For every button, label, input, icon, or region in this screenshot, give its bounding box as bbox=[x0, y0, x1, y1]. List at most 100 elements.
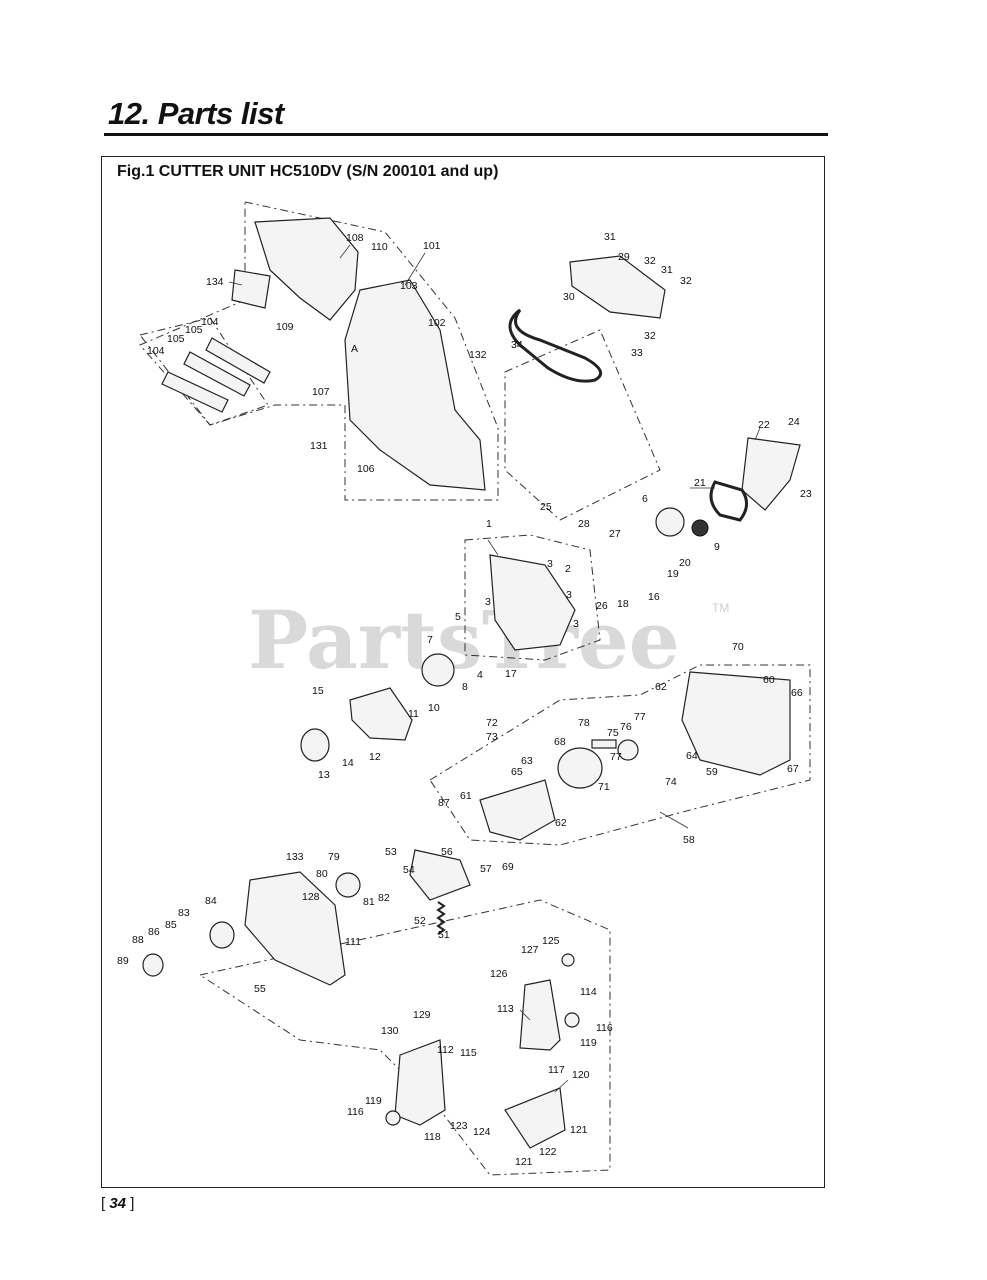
page-number: [ 34 ] bbox=[101, 1195, 135, 1212]
callout: 27 bbox=[609, 528, 621, 540]
spring bbox=[436, 901, 446, 935]
callout: 125 bbox=[542, 935, 560, 947]
callout: 134 bbox=[206, 276, 224, 288]
callout: 104 bbox=[201, 316, 219, 328]
boundary-cover bbox=[139, 201, 499, 501]
callout: 104 bbox=[147, 345, 165, 357]
section-title: 12. Parts list bbox=[108, 96, 284, 131]
callout: 77 bbox=[610, 751, 622, 763]
callout: 30 bbox=[563, 291, 575, 303]
belt bbox=[508, 308, 603, 383]
callout: 65 bbox=[511, 766, 523, 778]
callout: 81 bbox=[363, 896, 375, 908]
callout: 69 bbox=[502, 861, 514, 873]
callout: 67 bbox=[787, 763, 799, 775]
boundary-gearcase-lower bbox=[429, 664, 811, 846]
seal-plate bbox=[557, 747, 603, 789]
pulley bbox=[655, 507, 685, 537]
callout: 15 bbox=[312, 685, 324, 697]
callout: 132 bbox=[469, 349, 487, 361]
callout: 106 bbox=[357, 463, 375, 475]
callout: 18 bbox=[617, 598, 629, 610]
blade-guard bbox=[254, 217, 359, 321]
callout: 87 bbox=[438, 797, 450, 809]
roller-119b bbox=[385, 1110, 401, 1126]
callout: 10 bbox=[428, 702, 440, 714]
callout: 4 bbox=[477, 669, 483, 681]
callout: 68 bbox=[554, 736, 566, 748]
callout: 80 bbox=[316, 868, 328, 880]
callout: 72 bbox=[486, 717, 498, 729]
callout: 111 bbox=[345, 936, 361, 948]
callout: 126 bbox=[490, 968, 508, 980]
callout: 83 bbox=[178, 907, 190, 919]
small-belt bbox=[709, 480, 748, 522]
callout: 128 bbox=[302, 891, 320, 903]
guard-plate bbox=[504, 1087, 566, 1149]
callout: 28 bbox=[578, 518, 590, 530]
callout: 31 bbox=[661, 264, 673, 276]
callout: 78 bbox=[578, 717, 590, 729]
callout: 51 bbox=[438, 929, 450, 941]
callout: 31 bbox=[604, 231, 616, 243]
callout-labels: 1 2 3 3 3 3 4 5 6 7 8 9 10 11 12 13 14 1… bbox=[117, 231, 812, 1168]
lever-arm bbox=[519, 979, 561, 1051]
callout: 33 bbox=[631, 347, 643, 359]
pulley-cover bbox=[741, 437, 801, 511]
callout: 84 bbox=[205, 895, 217, 907]
callout: 24 bbox=[788, 416, 800, 428]
boundary-gearcase-upper bbox=[464, 534, 601, 661]
figure-frame bbox=[101, 156, 825, 1188]
main-housing bbox=[244, 871, 346, 986]
callout: A bbox=[351, 343, 358, 355]
callout: 29 bbox=[618, 251, 630, 263]
callout: 122 bbox=[539, 1146, 557, 1158]
callout: 19 bbox=[667, 568, 679, 580]
callout: 75 bbox=[607, 727, 619, 739]
callout: 107 bbox=[312, 386, 330, 398]
callout: 121 bbox=[570, 1124, 588, 1136]
callout: 131 bbox=[310, 440, 328, 452]
blade-mid bbox=[183, 351, 251, 397]
callout: 116 bbox=[596, 1022, 613, 1034]
callout: 109 bbox=[276, 321, 294, 333]
callout: 32 bbox=[644, 330, 656, 342]
gear-small bbox=[691, 519, 709, 537]
callout: 89 bbox=[117, 955, 129, 967]
cover-plate bbox=[231, 269, 271, 309]
callout: 7 bbox=[427, 634, 433, 646]
callout: 59 bbox=[706, 766, 718, 778]
flange bbox=[335, 872, 361, 898]
blade-back bbox=[205, 337, 271, 384]
handle-bracket bbox=[409, 849, 471, 901]
bevel-gear bbox=[617, 739, 639, 761]
bearing-84 bbox=[209, 921, 235, 949]
callout: 70 bbox=[732, 641, 744, 653]
callout: 66 bbox=[791, 687, 803, 699]
callout: 23 bbox=[800, 488, 812, 500]
callout: 62 bbox=[555, 817, 567, 829]
washer-86 bbox=[142, 953, 164, 977]
callout: 62 bbox=[655, 681, 667, 693]
callout: 1 bbox=[486, 518, 492, 530]
callout: 34 bbox=[511, 339, 523, 351]
callout: 124 bbox=[473, 1126, 491, 1138]
callout: 133 bbox=[286, 851, 304, 863]
callout: 22 bbox=[758, 419, 770, 431]
callout: 32 bbox=[644, 255, 656, 267]
callout: 114 bbox=[580, 986, 597, 998]
callout: 120 bbox=[572, 1069, 590, 1081]
leader-lines bbox=[228, 244, 761, 1093]
trademark: TM bbox=[712, 601, 729, 615]
callout: 26 bbox=[596, 600, 608, 612]
callout: 21 bbox=[694, 477, 706, 489]
callout: 115 bbox=[460, 1047, 477, 1059]
callout: 102 bbox=[428, 317, 446, 329]
gear-case bbox=[489, 554, 576, 651]
watermark: PartsTree bbox=[248, 593, 680, 687]
callout: 5 bbox=[455, 611, 461, 623]
figure-title: Fig.1 CUTTER UNIT HC510DV (S/N 200101 an… bbox=[117, 163, 499, 180]
gear-cover bbox=[681, 671, 791, 776]
callout: 129 bbox=[413, 1009, 431, 1021]
